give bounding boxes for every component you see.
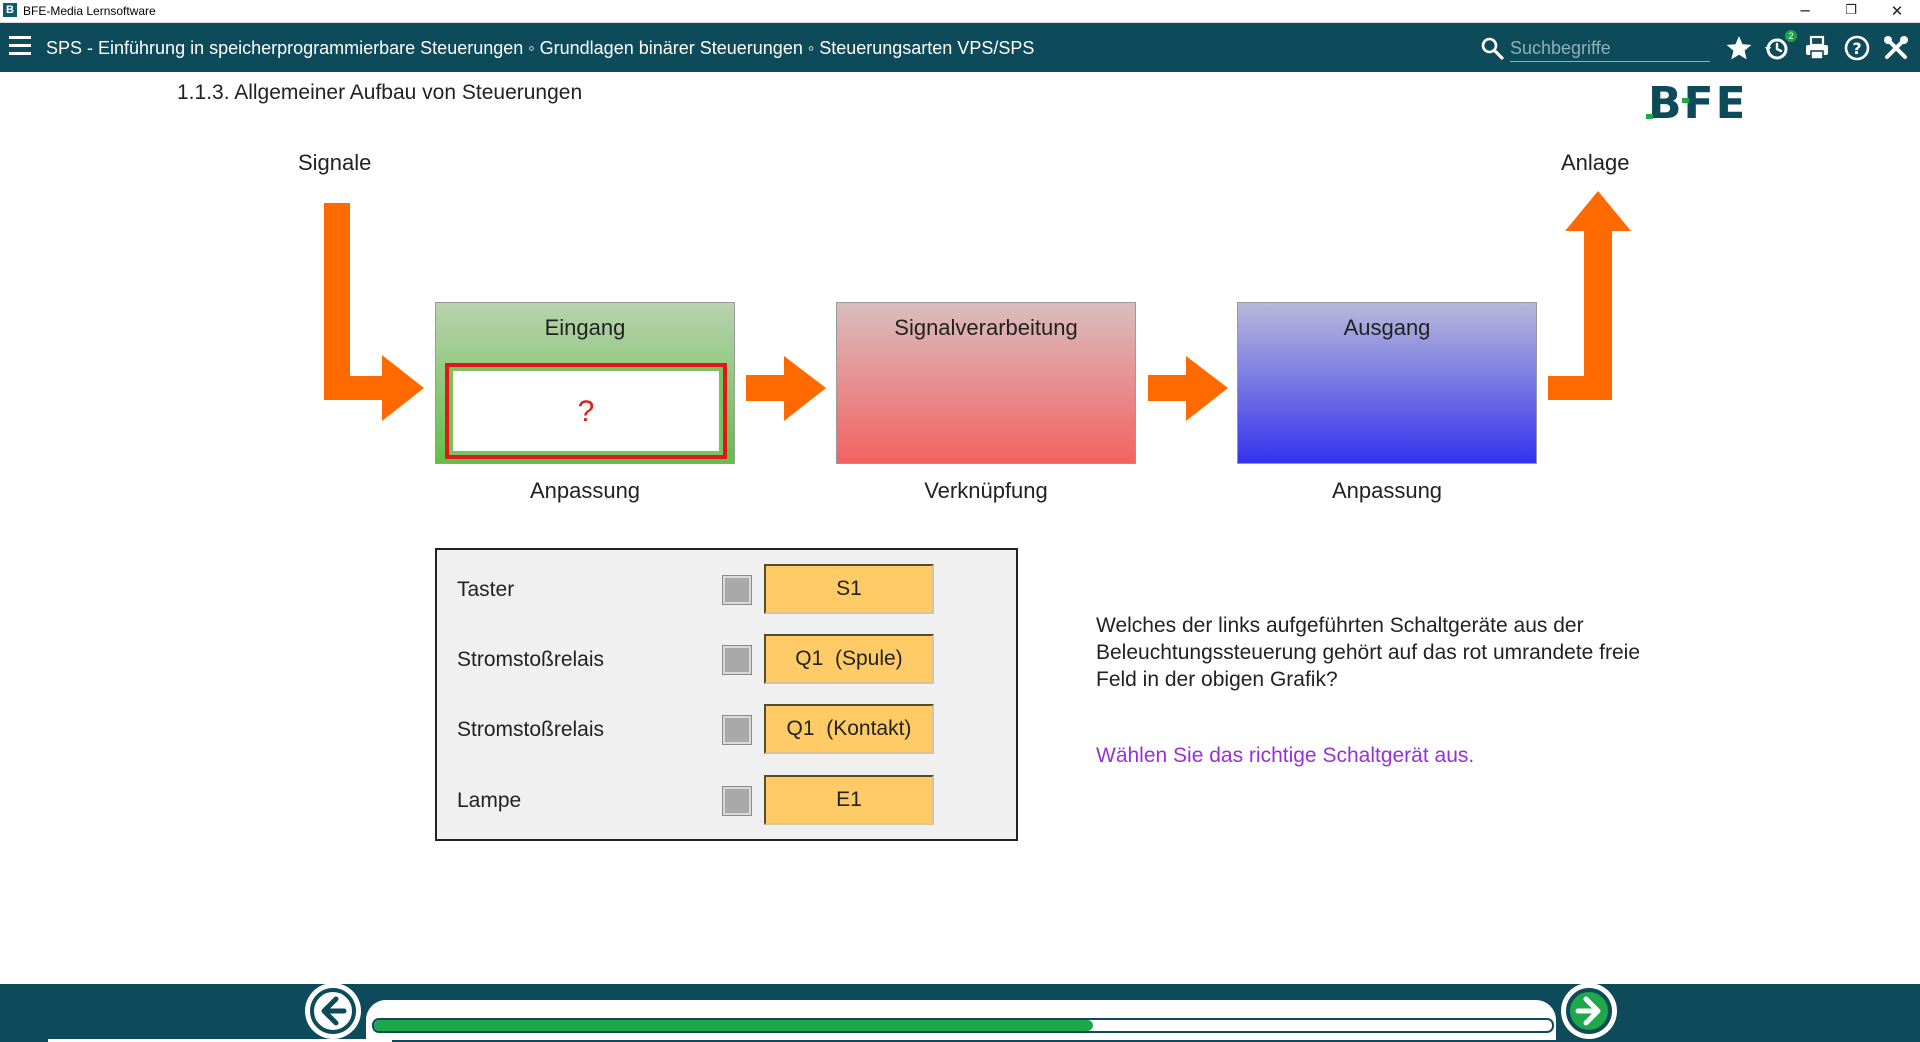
choices-panel: Taster S1 Stromstoßrelais Q1 (Spule) Str… [435,548,1018,841]
output-arrow [1548,191,1631,400]
block-caption: Anpassung [529,478,641,503]
signalverarbeitung-block: Signalverarbeitung [836,302,1136,464]
anlage-label: Anlage [1561,150,1630,175]
choice-checkbox[interactable] [722,645,752,675]
star-icon[interactable] [1725,34,1753,62]
ausgang-block: Ausgang [1237,302,1537,464]
block-title: Eingang [544,315,626,340]
svg-text:?: ? [1852,39,1861,58]
device-button-e1[interactable]: E1 [764,775,934,825]
choice-row: Taster S1 [437,564,1016,614]
help-icon[interactable]: ? [1843,34,1871,62]
signale-label: Signale [298,150,372,175]
print-icon[interactable] [1803,34,1831,62]
window-title: BFE-Media Lernsoftware [23,4,156,18]
block-title: Signalverarbeitung [894,315,1078,340]
choice-row: Lampe E1 [437,775,1016,825]
choice-row: Stromstoßrelais Q1 (Kontakt) [437,704,1016,754]
arrow-eingang-signal [746,356,826,421]
history-icon[interactable] [1763,34,1791,62]
restore-button[interactable]: ❐ [1845,3,1857,18]
dropzone-field: ? [453,371,719,451]
device-button-q1-spule[interactable]: Q1 (Spule) [764,634,934,684]
dropzone-placeholder: ? [577,395,595,428]
footer-strip [48,1039,392,1042]
block-caption: Verknüpfung [924,478,1048,503]
breadcrumb: SPS - Einführung in speicherprogrammierb… [46,38,1035,58]
choice-checkbox[interactable] [722,575,752,605]
tools-icon[interactable] [1882,34,1910,62]
progress-fill [374,1020,1093,1031]
instruction-text: Wählen Sie das richtige Schaltgerät aus. [1096,744,1475,767]
history-badge: 2 [1785,30,1797,42]
choice-label: Stromstoßrelais [457,718,605,741]
question-text: Welches der links aufgeführten Schaltger… [1096,614,1641,691]
page-title: 1.1.3. Allgemeiner Aufbau von Steuerunge… [177,81,583,104]
arrow-signal-ausgang [1148,356,1228,421]
choice-row: Stromstoßrelais Q1 (Spule) [437,634,1016,684]
arrow-left-icon[interactable] [303,981,363,1041]
device-button-s1[interactable]: S1 [764,564,934,614]
input-arrow [324,203,424,421]
search-icon[interactable] [1480,36,1504,60]
choice-checkbox[interactable] [722,786,752,816]
block-title: Ausgang [1343,315,1431,340]
choice-label: Lampe [457,789,522,812]
device-button-q1-kontakt[interactable]: Q1 (Kontakt) [764,704,934,754]
eingang-block: Eingang ? [435,302,735,464]
block-caption: Anpassung [1331,478,1443,503]
window-titlebar: B BFE-Media Lernsoftware ─ ❐ ✕ [0,0,1920,23]
app-icon: B [3,3,17,17]
choice-checkbox[interactable] [722,715,752,745]
svg-text:BFE: BFE [1648,78,1742,122]
progress-bar [372,1018,1554,1033]
search-input[interactable] [1510,35,1710,62]
bfe-logo: BFE [1646,78,1742,122]
header-bar: SPS - Einführung in speicherprogrammierb… [0,23,1920,72]
minimize-button[interactable]: ─ [1800,2,1810,20]
arrow-right-icon[interactable] [1559,981,1619,1041]
choice-label: Taster [457,578,515,601]
menu-icon[interactable] [9,36,31,58]
close-button[interactable]: ✕ [1890,2,1904,20]
answer-dropzone[interactable]: ? [445,363,727,459]
choice-label: Stromstoßrelais [457,648,605,671]
